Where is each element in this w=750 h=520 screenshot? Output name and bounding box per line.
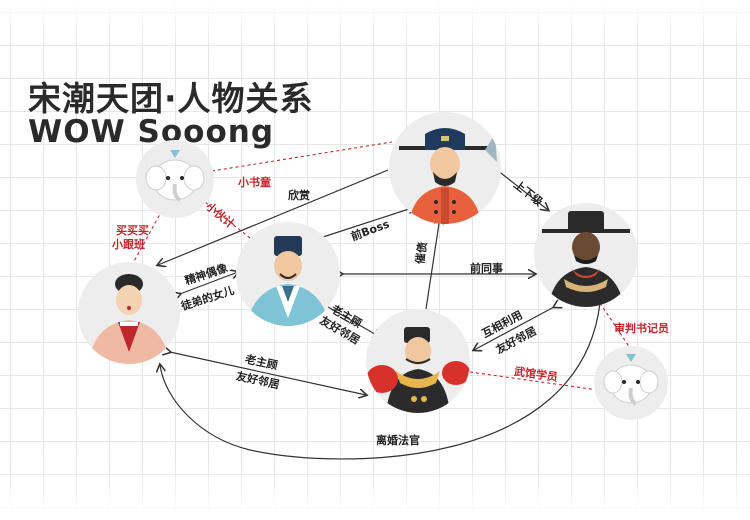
edge-scholar-official [320,207,415,238]
official-in-red-robe-icon [389,112,501,224]
edge-mascot-official [205,141,393,173]
edge-boxer-official [425,217,440,310]
edge-official-lady [158,169,389,265]
lady-in-pink-icon [78,262,180,364]
page-subtitle: WOW Sooong [28,114,275,150]
elephant-mascot-top-icon [136,140,214,218]
relation-label-xiao-genban: 小跟班 [112,238,145,251]
page-title: 宋潮天团·人物关系 [28,79,314,118]
scholar-in-blue-icon [236,222,340,326]
edge-lady-boxer [170,352,366,395]
black-hat-judge-icon [534,203,638,307]
relation-label-cuijia: 催债 [413,241,430,265]
edge-judge-lady [160,302,601,460]
edge-judge-boxer [474,307,554,350]
relation-label-qian-tongshi: 前同事 [470,262,503,275]
elephant-mascot-bottom-icon [594,346,668,420]
relation-label-xinshang: 欣赏 [288,189,310,202]
relation-label-shenpan-shujiyuan: 审判书记员 [614,322,669,335]
relation-label-lihun-faguan: 离婚法官 [376,434,420,447]
relation-label-xiao-shutong: 小书童 [238,176,271,189]
boxer-with-gloves-icon [366,309,470,413]
grid-fade-top [0,0,750,50]
edge-official-judge [497,170,548,210]
grid-fade-bottom [0,460,750,520]
edge-lady-scholar [180,272,238,294]
relation-label-maimaimai: 买买买 [116,224,149,237]
